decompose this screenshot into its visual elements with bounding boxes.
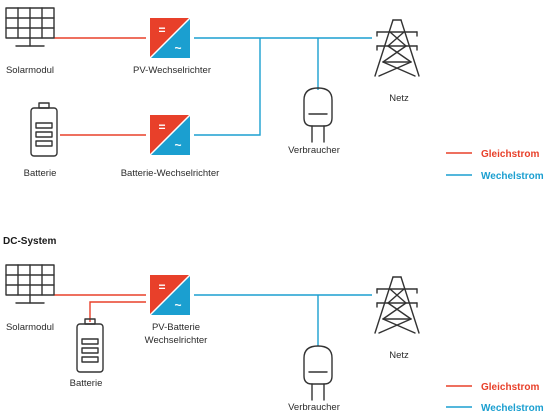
- legend-bottom: Gleichstrom Wechelstrom: [446, 382, 544, 414]
- ac-symbol: ~: [174, 138, 181, 152]
- consumer-label: Verbraucher: [288, 402, 340, 413]
- legend-dc-label: Gleichstrom: [481, 382, 539, 393]
- pv-inverter-label: PV-Wechselrichter: [133, 65, 211, 76]
- ac-symbol: ~: [174, 41, 181, 55]
- battery-icon: [76, 318, 104, 373]
- dc-symbol: =: [158, 120, 165, 134]
- plug-icon: [303, 345, 333, 401]
- legend-top: Gleichstrom Wechelstrom: [446, 149, 544, 182]
- battery-label: Batterie: [70, 378, 103, 389]
- ac-bus-line: [194, 37, 372, 136]
- battery-label: Batterie: [24, 168, 57, 179]
- grid-label: Netz: [389, 350, 409, 361]
- ac-bus-line: [194, 294, 372, 346]
- consumer-label: Verbraucher: [288, 145, 340, 156]
- legend-ac-label: Wechelstrom: [481, 403, 544, 414]
- pv-inverter-icon: = ~: [149, 17, 191, 59]
- pv-battery-inverter-icon: = ~: [149, 274, 191, 316]
- solar-panel-icon: [5, 264, 55, 304]
- legend-ac-label: Wechelstrom: [481, 171, 544, 182]
- power-pylon-icon: [374, 276, 420, 334]
- battery-inverter-label: Batterie-Wechselrichter: [121, 168, 220, 179]
- section-title: DC-System: [3, 236, 56, 247]
- power-pylon-icon: [374, 19, 420, 77]
- solar-label: Solarmodul: [6, 322, 54, 333]
- dc-symbol: =: [158, 280, 165, 294]
- inverter-label-line2: Wechselrichter: [145, 335, 208, 346]
- legend-dc-label: Gleichstrom: [481, 149, 539, 160]
- inverter-label-line1: PV-Batterie: [152, 322, 200, 333]
- ac-symbol: ~: [174, 298, 181, 312]
- dc-system: Solarmodul Batterie = ~ PV-Batterie Wech…: [5, 264, 544, 414]
- battery-icon: [30, 102, 58, 157]
- solar-label: Solarmodul: [6, 65, 54, 76]
- battery-to-inverter-dc-line: [89, 301, 146, 322]
- solar-panel-icon: [5, 7, 55, 47]
- grid-label: Netz: [389, 93, 409, 104]
- plug-icon: [303, 87, 333, 143]
- dc-symbol: =: [158, 23, 165, 37]
- battery-inverter-icon: = ~: [149, 114, 191, 156]
- ac-system: Solarmodul = ~ PV-Wechselrichter Batteri…: [5, 7, 544, 182]
